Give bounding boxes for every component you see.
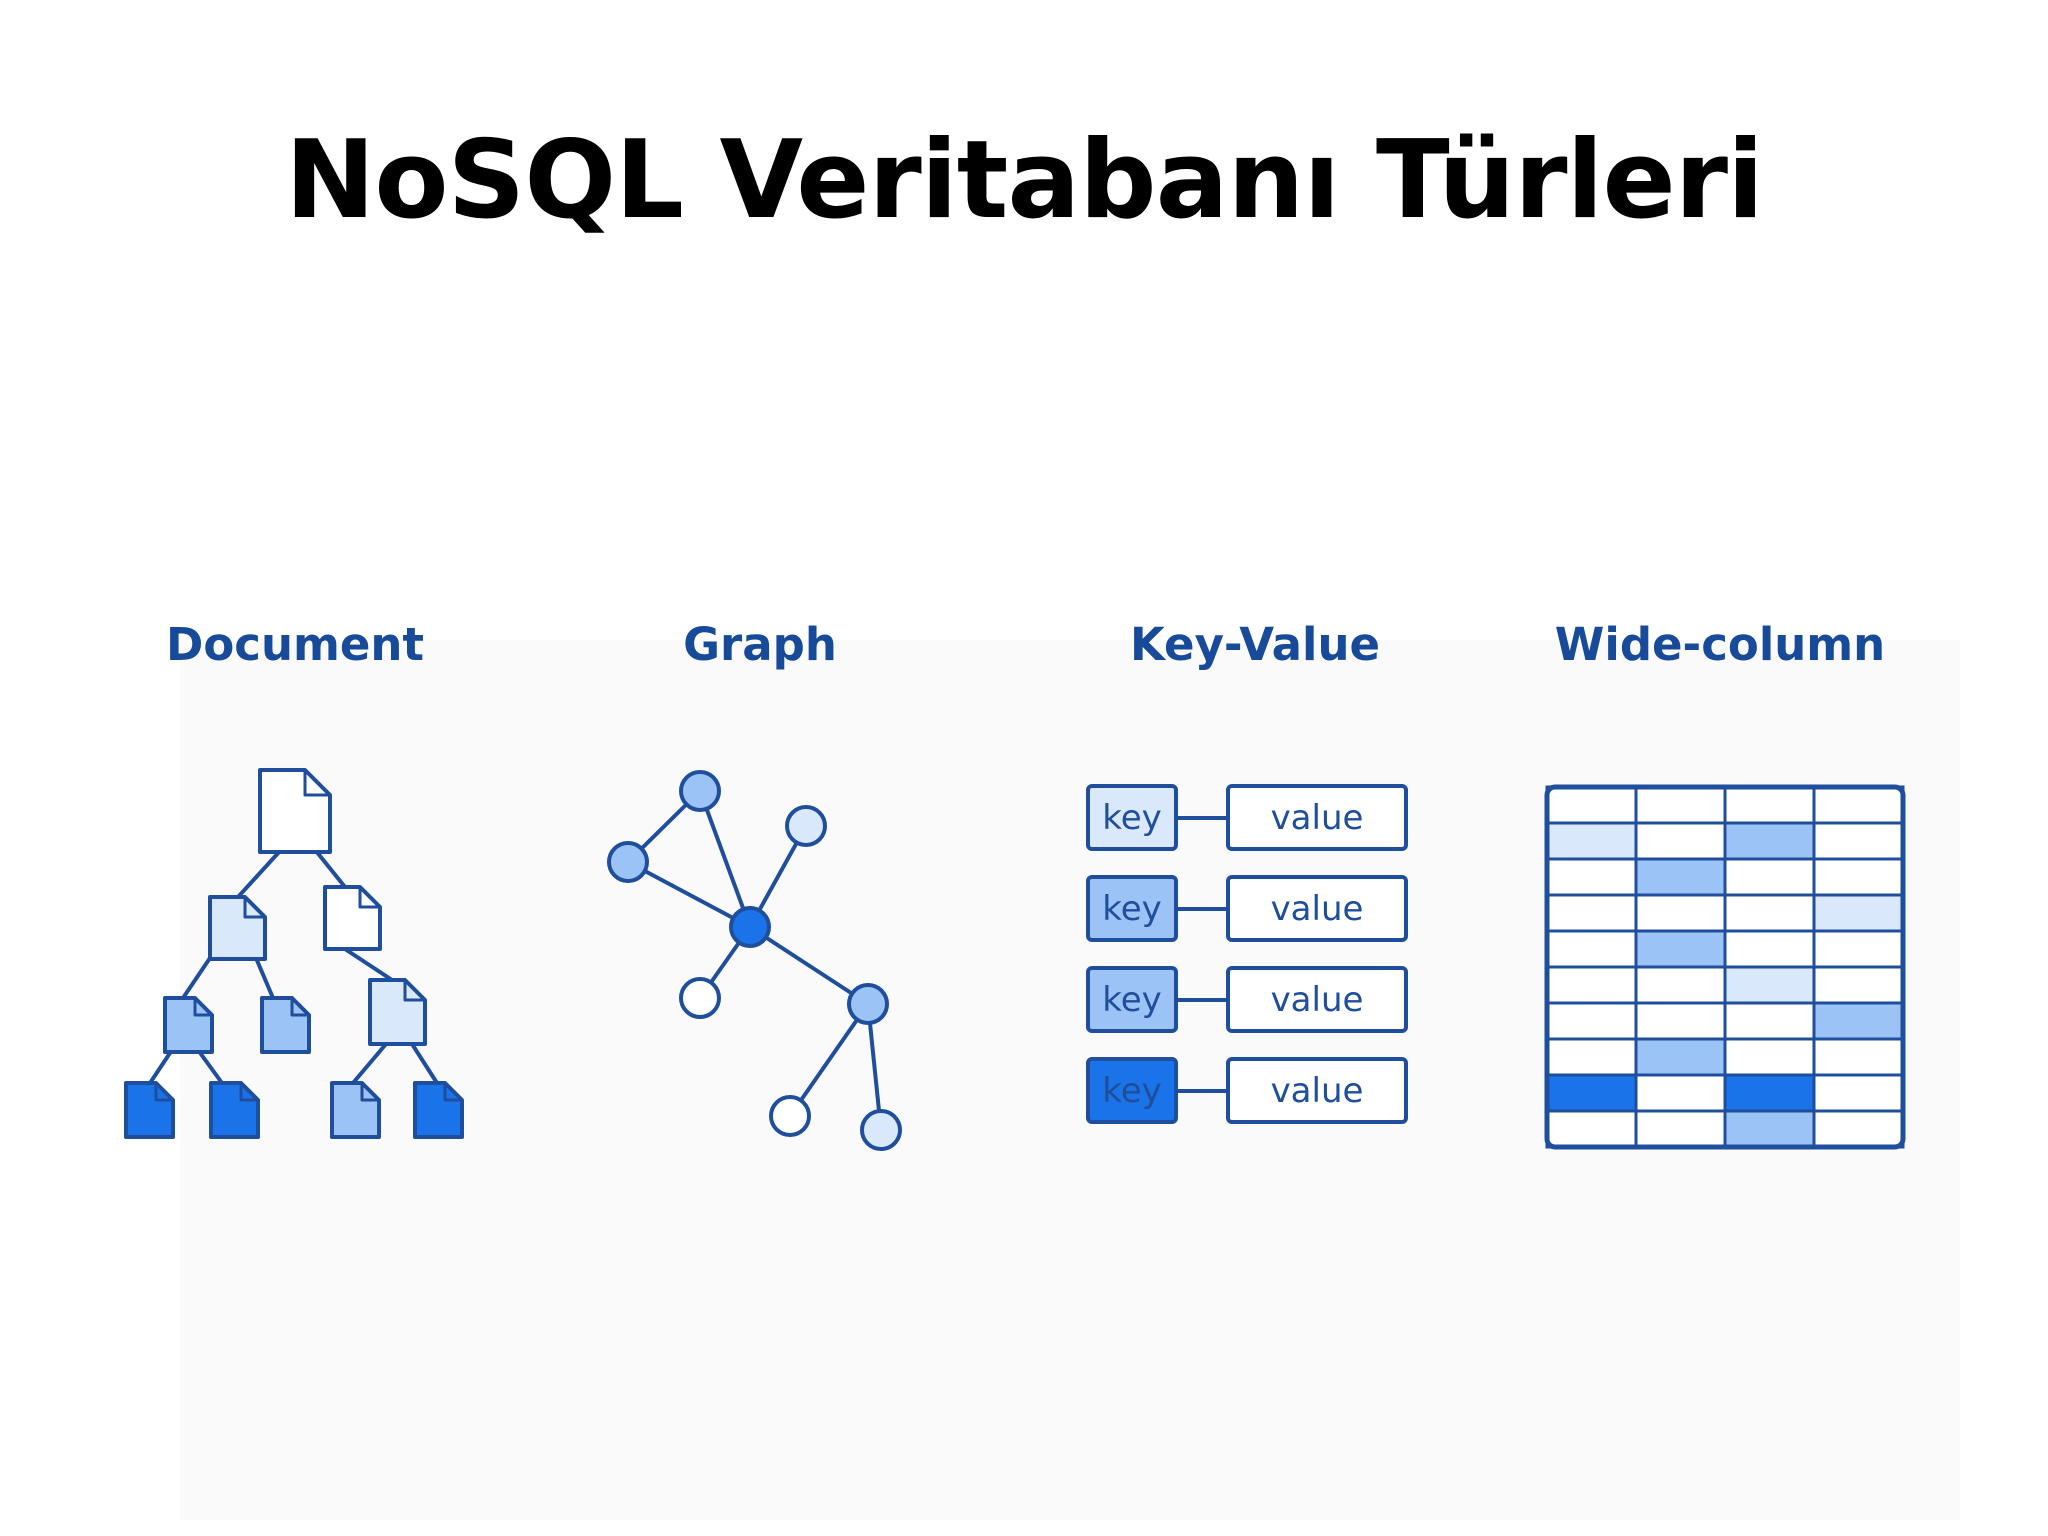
graph-edges <box>626 789 883 1131</box>
wide-column-grid <box>1544 784 1906 1150</box>
value-text: value <box>1271 980 1364 1020</box>
graph-nodes <box>607 770 902 1151</box>
document-file-icon <box>368 978 427 1046</box>
grid-cell <box>1545 1109 1638 1149</box>
grid-cell <box>1545 1037 1638 1077</box>
key-value-pair: key value <box>1086 1057 1408 1124</box>
grid-cell <box>1634 1001 1727 1041</box>
document-file-icon <box>124 1081 175 1139</box>
key-text: key <box>1102 980 1162 1020</box>
grid-cell <box>1545 1073 1638 1113</box>
document-file-icon <box>258 768 332 854</box>
graph-node <box>785 805 827 847</box>
document-tree-connectors <box>148 849 439 1085</box>
grid-cell <box>1545 857 1638 897</box>
document-label: Document <box>166 618 424 671</box>
key-value-pairs: key value key value key value key value <box>1086 784 1408 1124</box>
grid-cell <box>1723 1001 1816 1041</box>
document-file-icon <box>413 1081 464 1139</box>
grid-cell <box>1812 1037 1905 1077</box>
grid-cell <box>1812 929 1905 969</box>
grid-cell <box>1545 785 1638 825</box>
document-file-icon <box>163 996 214 1054</box>
graph-node <box>679 977 721 1019</box>
graph-network <box>607 770 902 1151</box>
key-text: key <box>1102 798 1162 838</box>
slide-title: NoSQL Veritabanı Türleri <box>284 118 1764 243</box>
grid-cell <box>1723 857 1816 897</box>
grid-cell <box>1812 857 1905 897</box>
grid-cell <box>1723 1037 1816 1077</box>
grid-cell <box>1545 1001 1638 1041</box>
key-text: key <box>1102 889 1162 929</box>
grid-cell <box>1812 965 1905 1005</box>
grid-cell <box>1723 965 1816 1005</box>
document-file-icon <box>260 996 311 1054</box>
grid-cell <box>1812 1001 1905 1041</box>
grid-cell <box>1634 821 1727 861</box>
value-box <box>1226 875 1408 942</box>
grid-border <box>1544 784 1906 1150</box>
document-tree <box>124 768 464 1139</box>
grid-cell <box>1634 929 1727 969</box>
grid-cell <box>1723 821 1816 861</box>
key-text: key <box>1102 1071 1162 1111</box>
value-text: value <box>1271 798 1364 838</box>
grid-cell <box>1634 965 1727 1005</box>
graph-node <box>607 841 649 883</box>
value-box <box>1226 784 1408 851</box>
value-box <box>1226 966 1408 1033</box>
grid-cell <box>1634 857 1727 897</box>
document-icons <box>124 768 464 1139</box>
document-file-icon <box>330 1081 381 1139</box>
graph-node <box>860 1109 902 1151</box>
document-file-icon <box>323 885 382 951</box>
graph-node <box>769 1095 811 1137</box>
grid-cell <box>1812 1109 1905 1149</box>
document-file-icon <box>209 1081 260 1139</box>
grid-cell <box>1634 785 1727 825</box>
value-box <box>1226 1057 1408 1124</box>
grid-cell <box>1545 929 1638 969</box>
grid-cell <box>1634 1073 1727 1113</box>
key-value-label: Key-Value <box>1129 618 1381 671</box>
grid-cell <box>1723 1109 1816 1149</box>
graph-node <box>729 906 771 948</box>
graph-node <box>847 983 889 1025</box>
key-value-pair: key value <box>1086 784 1408 851</box>
grid-cell <box>1723 785 1816 825</box>
grid-cell <box>1545 821 1638 861</box>
wide-column-label: Wide-column <box>1554 618 1886 671</box>
document-file-icon <box>208 895 267 961</box>
graph-node <box>679 770 721 812</box>
grid-cell <box>1812 785 1905 825</box>
grid-cell <box>1812 821 1905 861</box>
value-text: value <box>1271 889 1364 929</box>
grid-cell <box>1812 893 1905 933</box>
grid-cell <box>1723 929 1816 969</box>
grid-cell <box>1634 1109 1727 1149</box>
grid-cell <box>1545 965 1638 1005</box>
grid-cell <box>1812 1073 1905 1113</box>
value-text: value <box>1271 1071 1364 1111</box>
grid-cell <box>1723 1073 1816 1113</box>
grid-cell <box>1634 893 1727 933</box>
grid-cell <box>1545 893 1638 933</box>
graph-label: Graph <box>683 618 837 671</box>
key-value-pair: key value <box>1086 966 1408 1033</box>
grid-cell <box>1723 893 1816 933</box>
grid-cell <box>1634 1037 1727 1077</box>
key-value-pair: key value <box>1086 875 1408 942</box>
